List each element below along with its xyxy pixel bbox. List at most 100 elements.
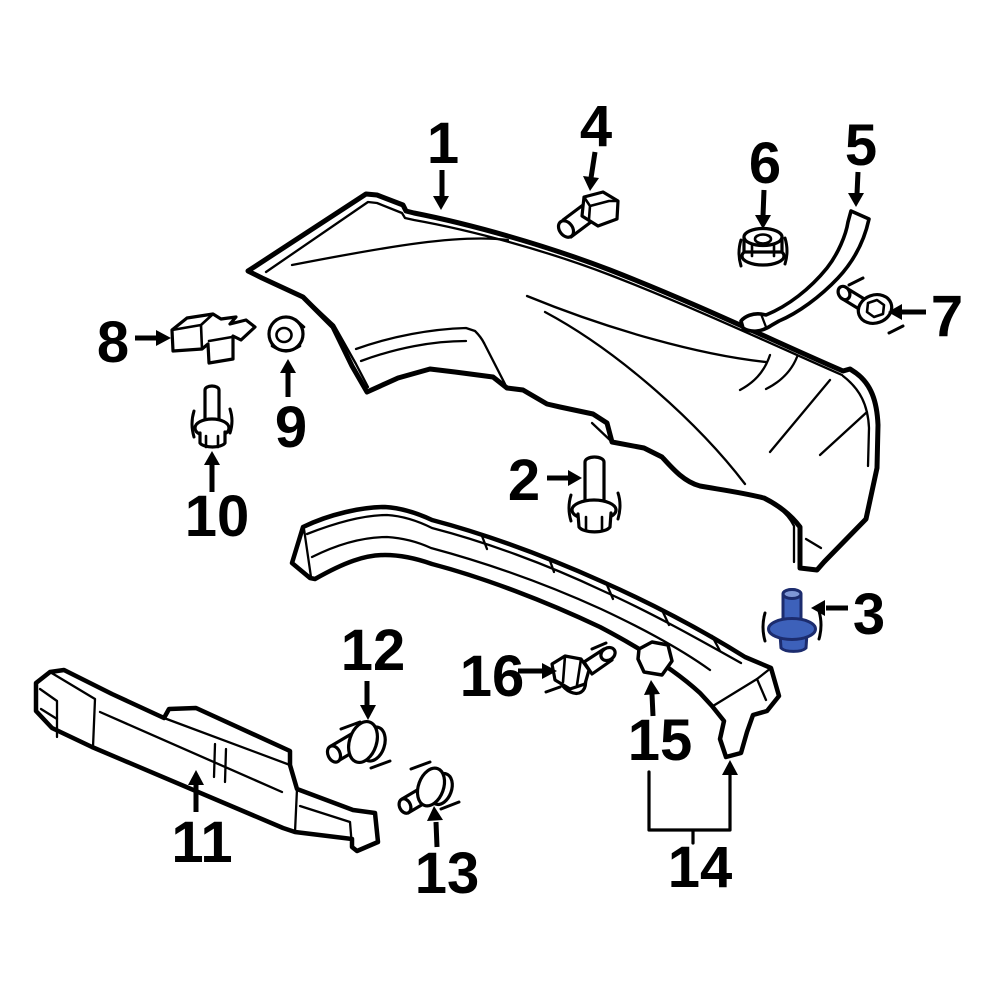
detail-line (170, 312, 234, 351)
callout-7-label[interactable]: 7 (931, 284, 963, 349)
callout-10[interactable]: 10 (185, 451, 250, 549)
bolt-4[interactable] (555, 190, 620, 240)
nut-hole (753, 233, 773, 245)
screw-7[interactable] (836, 276, 905, 335)
detail-line (543, 310, 747, 486)
detail-line (264, 200, 844, 377)
callout-1[interactable]: 1 (427, 111, 459, 210)
callout-6-label[interactable]: 6 (749, 131, 781, 196)
callout-14-label[interactable]: 14 (668, 835, 733, 900)
callout-3-label[interactable]: 3 (853, 582, 885, 647)
thread-tick (190, 409, 196, 439)
callout-4[interactable]: 4 (580, 94, 612, 191)
lower-spoiler[interactable] (289, 504, 782, 760)
impact-bar[interactable] (33, 667, 381, 854)
callout-15-arrowhead (644, 680, 660, 695)
detail-line (547, 556, 556, 574)
detail-line (98, 710, 284, 794)
detail-line (480, 534, 489, 551)
detail-line (710, 634, 722, 653)
callout-13[interactable]: 13 (415, 806, 480, 906)
callout-2-arrowhead (568, 470, 582, 486)
callout-3[interactable]: 3 (811, 582, 885, 647)
callout-15-label[interactable]: 15 (628, 708, 693, 773)
bolt-shaft-end (599, 645, 617, 663)
callout-8-arrowhead (156, 330, 171, 346)
callout-9[interactable]: 9 (275, 359, 307, 460)
thread-tick (339, 720, 362, 731)
push-clip-3-highlighted[interactable] (761, 588, 823, 653)
detail-line (38, 687, 59, 739)
impact-bar-outline (33, 667, 381, 854)
callout-15-arrow (649, 693, 656, 717)
bolt-10[interactable] (190, 384, 234, 449)
detail-line (48, 670, 97, 749)
callout-16-label[interactable]: 16 (460, 644, 525, 709)
flange-nut-6[interactable] (737, 226, 789, 268)
bumper-cover[interactable] (245, 191, 881, 573)
clip-15[interactable] (636, 640, 674, 677)
callout-2-label[interactable]: 2 (508, 448, 540, 513)
callout-10-arrowhead (204, 451, 220, 465)
detail-line (582, 195, 620, 221)
detail-line (212, 742, 217, 779)
bolt-shaft (203, 384, 221, 426)
clip-flange (767, 617, 817, 641)
callout-13-arrowhead (427, 806, 443, 821)
callout-15[interactable]: 15 (628, 680, 693, 773)
callout-14[interactable]: 14 (647, 760, 738, 900)
callout-5[interactable]: 5 (845, 113, 877, 207)
detail-line (764, 497, 796, 564)
callout-4-arrow (588, 151, 598, 179)
detail-line (750, 242, 776, 258)
thread-tick (567, 493, 573, 523)
detail-line (755, 677, 768, 702)
detail-line (590, 421, 613, 443)
trim-strip-outline (739, 209, 871, 333)
callout-4-label[interactable]: 4 (580, 94, 612, 159)
callout-6[interactable]: 6 (749, 131, 781, 229)
detail-line (660, 608, 671, 627)
nut-9[interactable] (267, 315, 306, 353)
detail-line (738, 353, 772, 392)
callout-12[interactable]: 12 (341, 618, 406, 720)
callout-1-label[interactable]: 1 (427, 111, 459, 176)
detail-line (525, 294, 768, 364)
callout-7-arrowhead (888, 304, 902, 320)
bracket-8[interactable] (170, 312, 257, 365)
detail-line (302, 527, 313, 579)
bolt-12[interactable] (325, 718, 392, 770)
detail-line (223, 747, 228, 784)
callout-10-label[interactable]: 10 (185, 484, 250, 549)
thread-tick (783, 236, 789, 266)
callout-12-arrowhead (360, 705, 376, 720)
clip-outline (636, 640, 674, 677)
screw-head (856, 293, 894, 325)
callout-5-label[interactable]: 5 (845, 113, 877, 178)
detail-line (290, 237, 510, 267)
callout-16[interactable]: 16 (460, 644, 557, 709)
callout-2[interactable]: 2 (508, 448, 582, 513)
callout-11[interactable]: 11 (171, 770, 233, 875)
detail-line (584, 515, 604, 532)
callout-13-label[interactable]: 13 (415, 841, 480, 906)
detail-line (162, 716, 292, 767)
thread-tick (616, 491, 622, 521)
callout-7[interactable]: 7 (888, 284, 963, 349)
callout-8[interactable]: 8 (97, 310, 171, 375)
callout-12-label[interactable]: 12 (341, 618, 406, 683)
callout-9-label[interactable]: 9 (275, 395, 307, 460)
callout-5-arrow (854, 171, 861, 195)
bolt-shaft-end (397, 797, 413, 815)
callout-8-label[interactable]: 8 (97, 310, 129, 375)
callout-14-arrowhead (722, 760, 738, 775)
trim-strip-5[interactable] (739, 209, 871, 333)
callout-11-label[interactable]: 11 (171, 810, 232, 875)
bolt-13[interactable] (397, 760, 461, 815)
detail-line (759, 312, 768, 329)
thread-tick (228, 407, 234, 435)
bolt-16[interactable] (544, 641, 618, 699)
detail-line (841, 374, 871, 468)
bolt-flange (347, 719, 379, 765)
bolt-2[interactable] (567, 455, 622, 534)
